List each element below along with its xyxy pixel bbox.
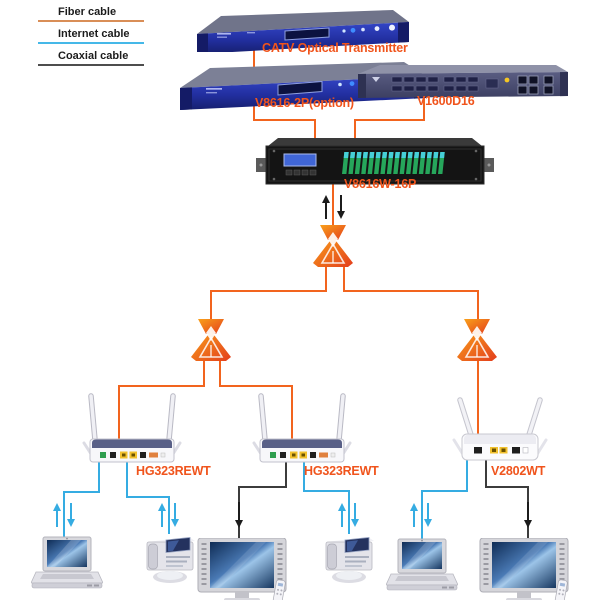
up-arrow-icon bbox=[322, 195, 330, 219]
internet-cable-line bbox=[421, 490, 423, 540]
fiber-cable-line bbox=[325, 264, 327, 292]
down-arrow-icon bbox=[171, 503, 179, 527]
down-arrow-icon bbox=[424, 503, 432, 527]
legend-label-coaxial: Coaxial cable bbox=[58, 50, 129, 62]
down-arrow-icon bbox=[351, 503, 359, 527]
coax-cable-line bbox=[239, 486, 287, 488]
laptop-icon bbox=[31, 536, 103, 589]
v8616w-16p-label: V8616W-16P bbox=[344, 177, 417, 191]
v1600d16-device bbox=[358, 65, 568, 98]
fiber-cable-line bbox=[219, 385, 293, 387]
fiber-cable-line bbox=[210, 290, 327, 292]
v1600d16-label: V1600D16 bbox=[417, 94, 475, 108]
fiber-cable-line bbox=[253, 104, 255, 121]
fiber-cable-line bbox=[118, 385, 120, 441]
fiber-cable-line bbox=[203, 358, 205, 387]
internet-cable-line bbox=[303, 490, 350, 492]
internet-cable-line bbox=[126, 462, 128, 498]
fiber-cable-line bbox=[210, 290, 212, 322]
v2802wt-label: V2802WT bbox=[491, 464, 546, 478]
optical-splitter-icon bbox=[313, 225, 353, 267]
optical-splitter-icon bbox=[191, 319, 231, 361]
hg323rewt-router bbox=[82, 393, 182, 463]
fiber-cable-line bbox=[354, 119, 356, 145]
laptop-icon bbox=[386, 538, 458, 591]
down-arrow-icon bbox=[67, 503, 75, 527]
hg323rewt-router bbox=[252, 393, 352, 463]
hg323rewt-left-label: HG323REWT bbox=[136, 464, 211, 478]
legend-item-fiber: Fiber cable bbox=[38, 6, 144, 22]
fiber-cable-line bbox=[118, 385, 205, 387]
tv-icon bbox=[197, 538, 287, 600]
fiber-cable-line bbox=[343, 264, 345, 292]
coax-cable-line bbox=[485, 460, 487, 488]
ip-phone-icon bbox=[146, 537, 195, 583]
internet-cable-line bbox=[98, 462, 100, 493]
up-arrow-icon bbox=[53, 503, 61, 527]
tv-icon bbox=[479, 538, 569, 600]
fiber-cable-line bbox=[477, 356, 479, 440]
up-arrow-icon bbox=[410, 503, 418, 527]
internet-cable-line bbox=[303, 462, 305, 492]
down-arrow-icon bbox=[524, 502, 532, 528]
coax-cable-line bbox=[285, 462, 287, 488]
fiber-cable-line bbox=[332, 184, 334, 228]
fiber-cable-line bbox=[354, 119, 425, 121]
internet-cable-line bbox=[168, 496, 170, 534]
up-arrow-icon bbox=[158, 503, 166, 527]
up-arrow-icon bbox=[338, 503, 346, 527]
internet-cable-line bbox=[348, 490, 350, 534]
coax-cable-line bbox=[485, 486, 529, 488]
fiber-cable-line bbox=[253, 119, 316, 121]
fiber-cable-line bbox=[423, 96, 425, 121]
fiber-cable-line bbox=[291, 385, 293, 441]
legend-label-fiber: Fiber cable bbox=[58, 6, 117, 18]
fiber-cable-swatch bbox=[38, 20, 144, 22]
fiber-cable-line bbox=[477, 290, 479, 322]
fiber-cable-line bbox=[314, 119, 316, 145]
legend: Fiber cable Internet cable Coaxial cable bbox=[38, 6, 144, 72]
down-arrow-icon bbox=[235, 502, 243, 528]
internet-cable-line bbox=[422, 490, 468, 492]
internet-cable-line bbox=[126, 496, 170, 498]
internet-cable-line bbox=[63, 491, 65, 539]
v8616-2p-label: V8616-2P(option) bbox=[255, 96, 354, 110]
optical-splitter-icon bbox=[457, 319, 497, 361]
fiber-cable-line bbox=[219, 358, 221, 387]
v2802wt-router bbox=[452, 397, 548, 461]
v8616w-16p-device bbox=[256, 138, 494, 185]
down-arrow-icon bbox=[337, 195, 345, 219]
ip-phone-icon bbox=[325, 537, 374, 583]
fiber-cable-line bbox=[253, 44, 255, 72]
catv-transmitter-label: CATV Optical Transmitter bbox=[262, 41, 408, 55]
internet-cable-line bbox=[64, 491, 100, 493]
hg323rewt-right-label: HG323REWT bbox=[304, 464, 379, 478]
internet-cable-swatch bbox=[38, 42, 144, 44]
legend-item-coaxial: Coaxial cable bbox=[38, 50, 144, 66]
fiber-cable-line bbox=[345, 290, 479, 292]
catv-optical-transmitter-device bbox=[197, 10, 409, 52]
internet-cable-line bbox=[466, 460, 468, 492]
legend-label-internet: Internet cable bbox=[58, 28, 130, 40]
coaxial-cable-swatch bbox=[38, 64, 144, 66]
legend-item-internet: Internet cable bbox=[38, 28, 144, 44]
